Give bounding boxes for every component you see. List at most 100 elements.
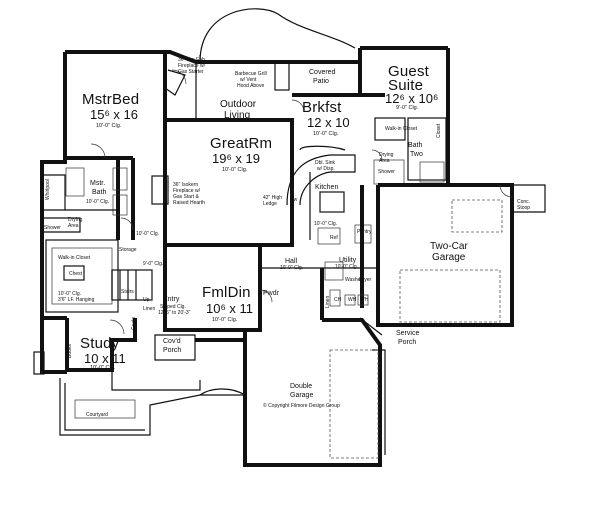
chest-label: Chest — [69, 271, 83, 277]
outdoor-living-line2: Living — [224, 110, 251, 121]
bath-two-line1: Bath — [408, 142, 423, 149]
covered-patio-line2: Patio — [313, 78, 329, 85]
double-garage-walls — [243, 318, 382, 467]
utility-clg: 10'-0" Clg. — [335, 264, 359, 270]
ledge-note-1: 42" High — [263, 195, 283, 201]
drying-area-guest-2: Area — [379, 158, 390, 164]
dishwasher-label: Dw — [290, 197, 298, 203]
great-room-clg: 10'-0" Clg. — [222, 167, 248, 173]
entry-clg-2: 12'-6" to 20'-3" — [158, 310, 191, 316]
isokern-note-4: Raised Hearth — [173, 200, 205, 206]
great-room-dims: 19⁶ x 19 — [212, 151, 260, 166]
covd-porch-line2: Porch — [163, 347, 182, 354]
two-car-garage-walls — [376, 183, 514, 327]
prefab-fireplace-note-2: Fireplace w/ — [178, 63, 205, 69]
dbl-sink-note-1: Dbl. Sink — [315, 160, 336, 166]
two-car-garage-line2: Garage — [432, 252, 466, 263]
great-room-walls — [163, 118, 294, 247]
covd-porch-line1: Cov'd — [163, 338, 181, 345]
drying-area-guest-1: Drying — [379, 152, 394, 158]
walk-in-closet-master-outline — [45, 239, 119, 313]
great-room-name: GreatRm — [210, 135, 273, 152]
isokern-note-1: 36" Isokern — [173, 182, 199, 188]
guest-suite-clg: 9'-0" Clg. — [396, 105, 419, 111]
hall-name: Hall — [285, 258, 298, 265]
whirlpool-label: Whirlpool — [45, 179, 51, 200]
master-bed-dims: 15⁶ x 16 — [90, 107, 138, 122]
dbl-sink-note-2: w/ Disp. — [317, 166, 335, 172]
stair-clg-label: 9'-0" Clg. — [143, 261, 164, 267]
pantry-label: Pantry — [357, 229, 372, 235]
copyright-text: © Copyright Filmore Design Group — [263, 403, 340, 409]
stairs-up-label: Up — [143, 297, 150, 303]
master-bed-clg: 10'-0" Clg. — [96, 123, 122, 129]
wh-label-1: WH — [348, 297, 357, 303]
formal-dining-name: FmlDin — [202, 284, 251, 301]
drying-area-master-2: Area — [68, 223, 79, 229]
ledge-note-2: Ledge — [263, 201, 277, 207]
guest-closet-name: Walk-in Closet — [385, 126, 418, 132]
storage-name: Storage — [119, 247, 137, 253]
storage-clg-label: 10'-0" Clg. — [136, 231, 160, 237]
guest-suite-name-1: Guest — [388, 63, 430, 80]
drying-area-master-1: Drying — [68, 217, 83, 223]
master-bath-clg: 10'-0" Clg. — [86, 199, 110, 205]
study-dims: 10 x 11 — [84, 351, 126, 366]
two-car-garage-line1: Two-Car — [430, 241, 468, 252]
service-porch-line2: Porch — [398, 339, 417, 346]
wh-label-2: WH — [360, 297, 369, 303]
formal-dining-dims: 10⁶ x 11 — [206, 301, 254, 316]
hall-linen-label: Linen — [325, 295, 331, 308]
covered-patio-line1: Covered — [309, 69, 336, 76]
prefab-fireplace-note-3: Gas Starter — [178, 69, 204, 75]
bbq-note-1: Barbecue Grill — [235, 71, 267, 77]
isokern-note-3: Gas Start & — [173, 194, 199, 200]
service-porch-line1: Service — [396, 330, 420, 337]
entry-clg-1: Sloped Clg. — [160, 304, 186, 310]
bbq-note-3: Hood Above — [237, 83, 265, 89]
dryer-label: Dryer — [359, 277, 372, 283]
master-bath-line2: Bath — [92, 189, 107, 196]
kitchen-island — [319, 191, 345, 213]
master-closet-name: Walk-in Closet — [58, 255, 91, 261]
conc-stoop-line1: Conc. — [517, 199, 531, 205]
guest-suite-name-2: Suite — [388, 77, 424, 94]
master-shower-label: Shower — [44, 225, 61, 231]
guest-shower-label: Shower — [378, 169, 395, 175]
master-closet-clg-1: 10'-0" Clg. — [58, 291, 82, 297]
breakfast-clg: 10'-0" Clg. — [313, 131, 339, 137]
study-clg: 10'-0" Clg. — [90, 365, 116, 371]
courtyard-name: Courtyard — [86, 412, 108, 418]
utility-name: Utility — [339, 257, 357, 264]
entry-name: Entry — [163, 296, 180, 303]
hall-clg: 10'-0" Clg. — [280, 265, 304, 271]
bbq-note-2: w/ Vent — [240, 77, 257, 83]
kitchen-name: Kitchen — [315, 184, 339, 191]
master-bath-line1: Mstr. — [90, 180, 106, 187]
breakfast-name: Brkfst — [302, 99, 342, 116]
breakfast-dims: 12 x 10 — [307, 115, 350, 130]
washer-label: Washer — [345, 277, 363, 283]
isokern-note-2: Fireplace w/ — [173, 188, 200, 194]
bath-two-line2: Two — [410, 151, 423, 158]
conc-stoop-line2: Stoop — [517, 205, 531, 211]
ch-label: CH — [334, 297, 342, 303]
study-name: Study — [80, 335, 120, 352]
books-label: Books — [67, 344, 73, 358]
entry-linen-label: Linen — [143, 306, 156, 312]
guest-closet-label: Closet — [436, 123, 442, 138]
formal-dining-clg: 10'-0" Clg. — [212, 317, 238, 323]
coats-label: Coats — [131, 316, 137, 330]
rear-terrace-arc — [199, 8, 356, 63]
ref-label: Ref — [330, 235, 338, 241]
master-closet-clg-2: 3'6" LF. Hanging — [58, 297, 95, 303]
double-garage-line1: Double — [290, 383, 313, 390]
guest-suite-dims: 12⁶ x 10⁶ — [385, 91, 439, 106]
master-bed-name: MstrBed — [82, 91, 140, 108]
double-garage-line2: Garage — [290, 392, 314, 399]
rear-wall — [65, 50, 360, 64]
prefab-fireplace-note-1: 36" Pre-Fab — [178, 57, 205, 63]
powder-name: Pwdr — [263, 290, 279, 297]
